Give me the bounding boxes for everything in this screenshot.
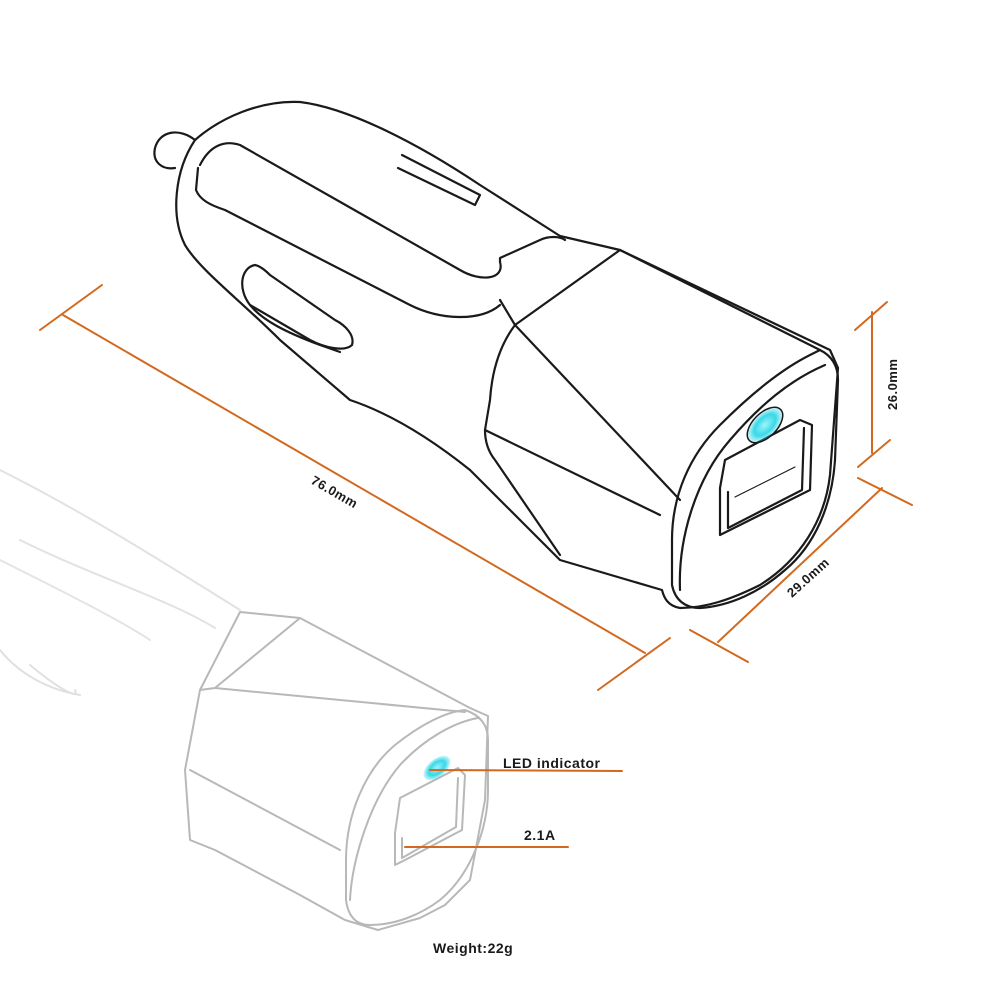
length-dimension-label: 76.0mm	[309, 473, 361, 512]
width-dimension-label: 29.0mm	[784, 555, 832, 601]
charger-tip	[153, 131, 197, 170]
weight-label: Weight:22g	[433, 940, 513, 956]
dimension-lines	[39, 284, 913, 848]
led-main-icon	[746, 406, 784, 444]
charger-slot	[241, 263, 354, 350]
port-callout-label: 2.1A	[524, 827, 556, 843]
led-ghost-icon	[423, 755, 451, 781]
led-callout-label: LED indicator	[503, 755, 601, 771]
ghost-charger	[0, 469, 489, 931]
main-charger	[153, 100, 840, 610]
usb-port	[718, 418, 814, 537]
charger-front-face	[670, 348, 840, 610]
height-dimension-label: 26.0mm	[885, 359, 900, 410]
charger-body	[175, 100, 840, 610]
